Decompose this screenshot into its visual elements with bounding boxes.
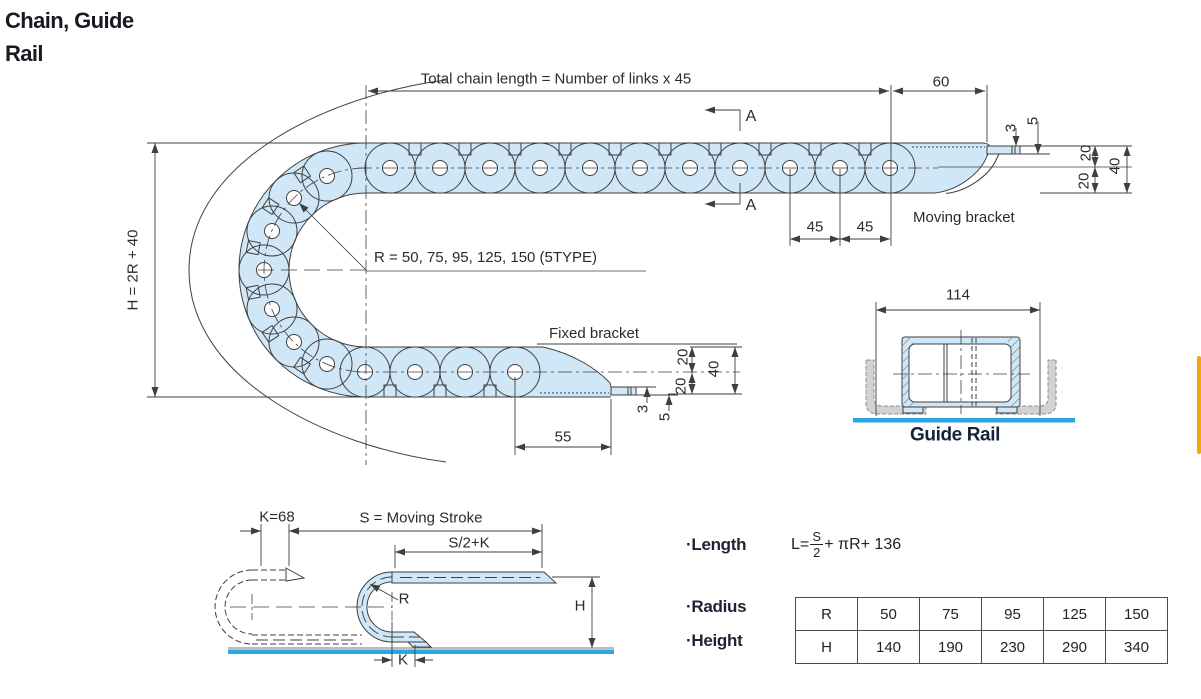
main-dimensions [147,85,1132,455]
page-title-line2: Rail [5,41,44,66]
guide-rail-label: Guide Rail [910,424,1000,446]
dim-k-label: K [397,651,409,669]
chain-links-bend [238,150,367,390]
formula-denominator: 2 [813,545,821,560]
cell-r-0: 50 [857,597,920,631]
cell-h-2: 230 [981,630,1044,664]
cell-h-0: 140 [857,630,920,664]
fb-dim-3: 3 [634,404,652,414]
table-row-height: H 140 190 230 290 340 [795,630,1168,664]
section-label-bottom: A [745,197,757,214]
cell-r-header: R [795,597,858,631]
dim-55: 55 [554,428,572,446]
cell-h-4: 340 [1105,630,1168,664]
dim-114: 114 [946,286,970,304]
dim-h-label: H [574,597,586,615]
table-row-radius: R 50 75 95 125 150 [795,597,1168,631]
mb-dim-5: 5 [1024,116,1042,126]
dim-45-right: 45 [856,218,874,236]
ghost-end-bracket [285,567,306,582]
fb-dim-40: 40 [705,360,723,378]
cell-r-2: 95 [981,597,1044,631]
fb-dim-20b: 20 [672,377,690,395]
mb-dim-20b: 20 [1075,172,1093,190]
section-mark-bottom [716,183,741,205]
ghost-chain [214,569,362,645]
length-formula: L= S 2 + πR+ 136 [791,530,901,559]
cell-r-1: 75 [919,597,982,631]
stroke-dimensions [240,524,600,667]
cell-r-3: 125 [1043,597,1106,631]
formula-fraction: S 2 [810,529,824,560]
dim-60: 60 [932,73,950,91]
mb-dim-3: 3 [1002,123,1020,133]
fixed-bracket-label: Fixed bracket [549,325,640,342]
section-label-top: A [745,108,757,125]
stroke-diagram [214,524,614,667]
height-formula-label: H = 2R + 40 [124,229,142,311]
fraction-bar [810,544,824,545]
bend-cleats [245,165,312,375]
radius-note: R = 50, 75, 95, 125, 150 (5TYPE) [374,249,598,266]
total-length-note: Total chain length = Number of links x 4… [420,70,692,88]
guide-rail-section [853,302,1075,423]
spec-radius-label: ·Radius [686,597,747,616]
rail-base-line [853,418,1075,423]
mb-dim-20a: 20 [1077,144,1095,162]
radius-height-table: R 50 75 95 125 150 H 140 190 230 290 340 [795,597,1168,664]
cell-h-1: 190 [919,630,982,664]
dim-s2k: S/2+K [448,534,490,552]
centerlines [188,79,646,465]
dim-45-left: 45 [806,218,824,236]
dim-r-label: R [398,590,410,608]
side-accent-tab[interactable] [1197,356,1201,454]
cell-h-3: 290 [1043,630,1106,664]
dim-k68: K=68 [259,508,295,526]
fb-dim-5: 5 [656,412,674,422]
formula-numerator: S [812,529,822,544]
swing-envelope-arc [188,79,447,463]
formula-tail: + πR+ 136 [824,535,902,553]
section-mark-top [716,109,741,131]
spec-height-label: ·Height [686,631,743,650]
page-title-line1: Chain, Guide [5,8,134,33]
mb-dim-40: 40 [1106,157,1124,175]
fb-dim-20a: 20 [674,348,692,366]
moving-stroke-note: S = Moving Stroke [359,509,483,527]
stroke-rail-line [228,649,614,654]
moving-bracket-label: Moving bracket [913,209,1015,226]
cell-r-4: 150 [1105,597,1168,631]
cell-h-header: H [795,630,858,664]
spec-length-label: ·Length [686,535,747,554]
radius-leader-arrow [298,202,367,271]
solid-chain [356,571,558,648]
formula-lhs: L= [791,535,810,553]
